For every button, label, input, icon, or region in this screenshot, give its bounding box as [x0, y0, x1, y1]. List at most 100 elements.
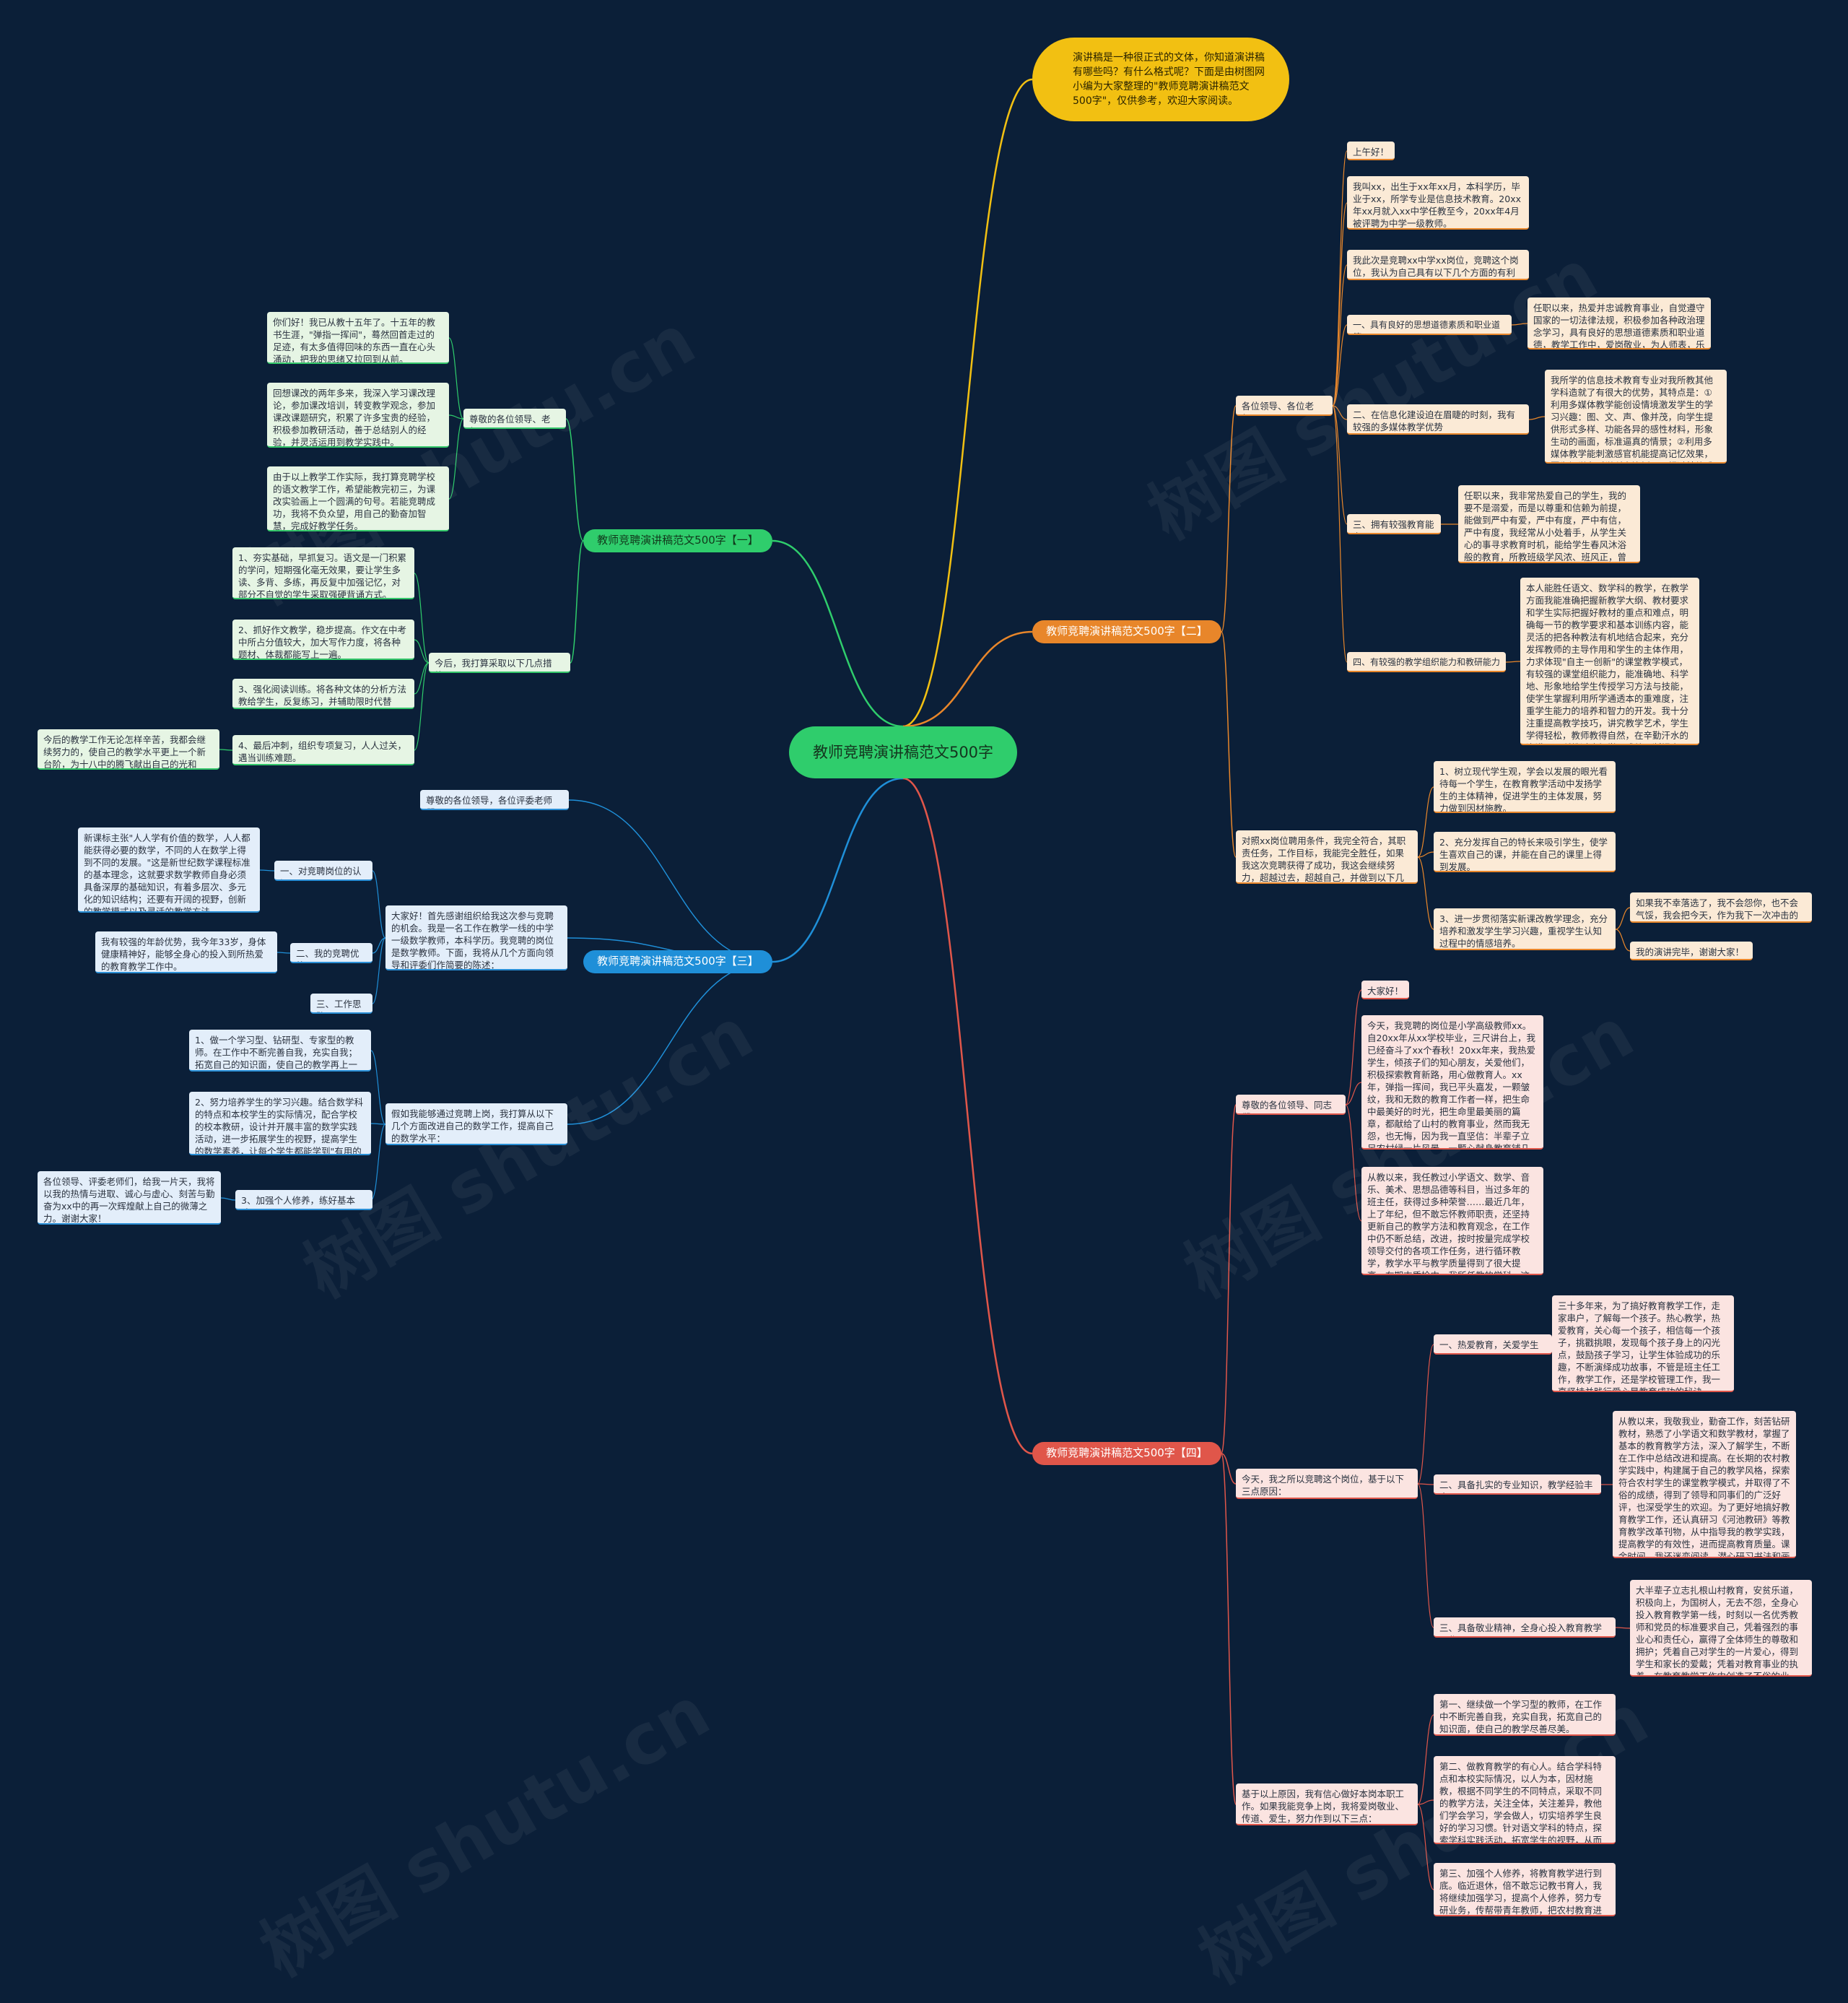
b2-point[interactable]: 二、在信息化建设迫在眉睫的时刻，我有较强的多媒体教学优势	[1347, 404, 1529, 435]
connector	[1417, 1483, 1434, 1628]
connector	[259, 869, 275, 872]
connector	[414, 573, 430, 664]
b1-greeting[interactable]: 尊敬的各位领导、老师：	[463, 409, 566, 429]
b2-hello: 上午好！	[1347, 142, 1395, 160]
connector	[372, 937, 386, 1004]
connector	[414, 639, 430, 664]
b1-measure-item: 4、最后冲刺，组织专项复习，人人过关，遇当训练难题。	[232, 735, 414, 765]
b2-closing: 我的演讲完毕，谢谢大家！	[1630, 942, 1753, 960]
b4-commit-item: 第一、继续做一个学习型的教师，在工作中不断完善自我，充实自我，拓宽自己的知识面，…	[1434, 1694, 1616, 1736]
b3-plan[interactable]: 假如我能够通过竞聘上岗，我打算从以下几个方面改进自己的数学工作，提高自己的数学水…	[385, 1103, 567, 1145]
b1-measure-item: 2、抓好作文教学，稳步提高。作文在中考中所占分值较大，加大写作力度，将各种题材、…	[232, 620, 414, 660]
b2-commit-item: 2、充分发挥自己的特长来吸引学生，使学生喜欢自己的课，并能在自己的课里上得到发展…	[1434, 832, 1616, 872]
b4-reason-text: 从教以来，我敬我业，勤奋工作，刻苦钻研教材，熟悉了小学语文和数学教材，掌握了基本…	[1613, 1411, 1796, 1558]
b2-point-text: 本人能胜任语文、数学科的教学，在教学方面我能准确把握新教学大纲、教材要求和学生实…	[1520, 578, 1699, 745]
b4-reason[interactable]: 二、具备扎实的专业知识，教学经验丰富	[1434, 1474, 1601, 1495]
connector	[1332, 405, 1348, 420]
b4-hello: 大家好！	[1361, 981, 1409, 999]
b1-paragraph: 回想课改的两年多来，我深入学习课改理论，参加课改培训，转变教学观念，参加课改课题…	[267, 383, 449, 448]
b2-commitment[interactable]: 对照xx岗位聘用条件，我完全符合，其职责任务，工作目标，我能完全胜任，如果我这次…	[1236, 830, 1418, 884]
connector	[570, 540, 584, 664]
connector	[414, 662, 430, 751]
connector	[565, 418, 584, 542]
connector	[1221, 631, 1237, 858]
b2-point[interactable]: 四、有较强的教学组织能力和教研能力	[1347, 652, 1506, 672]
connector	[1221, 405, 1237, 633]
branch-two[interactable]: 教师竞聘演讲稿范文500字【二】	[1032, 620, 1221, 643]
b4-reason-text: 大半辈子立志扎根山村教育，安贫乐道，积极向上，为国树人，无去不怨，全身心投入教育…	[1630, 1580, 1812, 1677]
connector	[1345, 1104, 1362, 1222]
connector	[902, 777, 1033, 1455]
root-topic[interactable]: 教师竞聘演讲稿范文500字	[789, 726, 1017, 778]
b1-measures[interactable]: 今后，我打算采取以下几点措施：	[429, 653, 570, 673]
intro-note[interactable]: 演讲稿是一种很正式的文体，你知道演讲稿有哪些吗？有什么格式呢？下面是由树图网小编…	[1032, 38, 1289, 121]
b4-reason[interactable]: 三、具备敬业精神，全身心投入教育教学工作	[1434, 1617, 1616, 1638]
connector	[448, 414, 464, 420]
branch-one[interactable]: 教师竞聘演讲稿范文500字【一】	[583, 529, 772, 552]
b1-paragraph: 你们好！我已从教十五年了。十五年的教书生涯，"弹指一挥间"，蓦然回首走过的足迹，…	[267, 312, 449, 364]
b1-measure-item: 3、强化阅读训练。将各种文体的分析方法教给学生，反复练习，并辅助限时代替练。	[232, 679, 414, 709]
b2-closing: 如果我不幸落选了，我不会怨你，也不会气馁，我会把今天，作为我下一次冲击的起点！	[1630, 892, 1812, 923]
b3-plan-item: 2、努力培养学生的学习兴趣。结合数学科的特点和本校学生的实际情况，配合学校的校本…	[189, 1092, 371, 1155]
b2-greeting[interactable]: 各位领导、各位老师：	[1236, 396, 1333, 416]
b2-commit-item: 3、进一步贯彻落实新课改教学理念，充分培养和激发学生学习兴趣，重视学生认知过程中…	[1434, 908, 1616, 950]
connector	[276, 952, 291, 954]
b2-point-text: 任职以来，热爱并忠诚教育事业，自觉遵守国家的一切法律法规，积极参加各种政治理念学…	[1527, 297, 1711, 349]
b4-reason[interactable]: 一、热爱教育，关爱学生	[1434, 1334, 1552, 1355]
b4-paragraph: 今天，我竞聘的岗位是小学高级教师xx。自20xx年从xx学校毕业，三尺讲台上，我…	[1361, 1015, 1543, 1150]
b4-paragraph: 从教以来，我任教过小学语文、数学、音乐、美术、思想品德等科目，当过多年的班主任，…	[1361, 1167, 1543, 1275]
connector	[448, 337, 464, 420]
connector	[1221, 1453, 1237, 1485]
b2-point[interactable]: 三、拥有较强教育能力	[1347, 514, 1441, 534]
connector	[568, 799, 773, 963]
b4-commit-item: 第三、加强个人修养，将教育教学进行到底。临近退休，倍不敢忘记教书育人，我将继续加…	[1434, 1863, 1616, 1916]
b2-position: 我此次是竞聘xx中学xx岗位，竞聘这个岗位，我认为自己具有以下几个方面的有利条件…	[1347, 250, 1529, 280]
b3-section[interactable]: 三、工作思路	[310, 994, 372, 1014]
connector	[414, 662, 430, 695]
connector	[1511, 323, 1528, 326]
b2-point[interactable]: 一、具有良好的思想道德素质和职业道德	[1347, 315, 1512, 335]
b2-point-text: 我所学的信息技术教育专业对我所教其他学科造就了有很大的优势，其特点是：①利用多媒…	[1545, 370, 1727, 464]
b2-commit-item: 1、树立现代学生观，学会以发展的眼光看待每一个学生，在教育教学活动中发扬学生的主…	[1434, 761, 1616, 813]
b3-opening[interactable]: 大家好！首先感谢组织给我这次参与竞聘的机会。我是一名工作在教学一线的中学一级数学…	[385, 905, 567, 970]
connector	[1417, 1799, 1434, 1805]
connector	[448, 418, 464, 500]
b2-self-intro: 我叫xx，出生于xx年xx月，本科学历，毕业于xx，所学专业是信息技术教育。20…	[1347, 176, 1529, 230]
b4-greeting[interactable]: 尊敬的各位领导、同志们：	[1236, 1095, 1346, 1115]
b3-section[interactable]: 一、对竞聘岗位的认识	[274, 861, 372, 881]
b1-measure-item: 1、夯实基础，早抓复习。语文是一门积累的学问，短期强化毫无效果，要让学生多读、多…	[232, 547, 414, 599]
connector	[902, 630, 1033, 728]
connector	[772, 539, 904, 728]
b4-commit-item: 第二、做教育教学的有心人。结合学科特点和本校实际情况，以人为本，因材施教，根据不…	[1434, 1756, 1616, 1844]
connector	[1332, 202, 1348, 407]
connector	[372, 937, 386, 954]
connector	[1528, 416, 1546, 420]
b3-section[interactable]: 二、我的竞聘优势	[290, 943, 372, 963]
connector	[1615, 929, 1631, 952]
connector	[370, 1050, 386, 1125]
branch-three[interactable]: 教师竞聘演讲稿范文500字【三】	[583, 950, 772, 973]
b3-greeting[interactable]: 尊敬的各位领导，各位评委老师们：	[420, 790, 569, 810]
connector	[1345, 1082, 1362, 1105]
b3-closing: 各位领导、评委老师们，给我一片天，我将以我的热情与进取、诚心与虚心、刻苦与勤奋为…	[38, 1171, 221, 1225]
b3-section-text: 新课标主张"人人学有价值的数学，人人都能获得必要的数学，不同的人在数学上得到不同…	[78, 827, 260, 913]
connector	[372, 870, 386, 939]
connector	[1332, 264, 1348, 407]
connector	[1615, 907, 1631, 930]
connector	[1417, 856, 1434, 930]
b3-section-text: 我有较强的年龄优势，我今年33岁，身体健康精神好，能够全身心的投入到所热爱的教育…	[95, 931, 277, 973]
intro-note-text: 演讲稿是一种很正式的文体，你知道演讲稿有哪些吗？有什么格式呢？下面是由树图网小编…	[1073, 52, 1265, 107]
branch-four[interactable]: 教师竞聘演讲稿范文500字【四】	[1032, 1442, 1221, 1465]
connector	[1417, 1804, 1434, 1890]
b1-closing: 今后的教学工作无论怎样辛苦，我都会继续努力的，使自己的教学水平更上一个新台阶，为…	[38, 729, 219, 770]
root-topic-label: 教师竞聘演讲稿范文500字	[812, 743, 994, 761]
b4-reasons[interactable]: 今天，我之所以竞聘这个岗位，基于以下三点原因：	[1236, 1469, 1418, 1499]
b1-paragraph: 由于以上教学工作实际，我打算竞聘学校的语文教学工作，希望能教完初三，为课改实验画…	[267, 466, 449, 531]
b4-commitment[interactable]: 基于以上原因，我有信心做好本岗本职工作。如果我能竞争上岗，我将爱岗敬业、传道、爱…	[1236, 1783, 1418, 1825]
b3-plan-item: 3、加强个人修养，练好基本功。	[235, 1190, 372, 1210]
connector	[370, 1124, 386, 1201]
connector	[1417, 1483, 1434, 1485]
connector	[1417, 1344, 1434, 1485]
connector	[1417, 786, 1434, 858]
connector	[902, 78, 1033, 728]
